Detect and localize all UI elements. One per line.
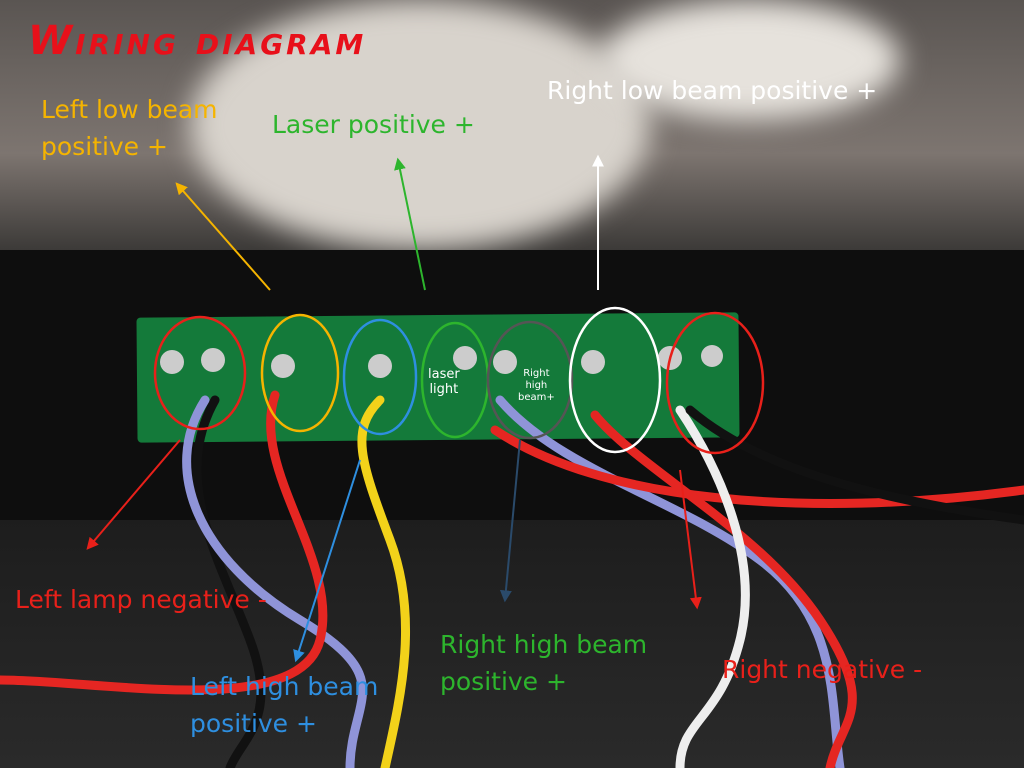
label-left-high-beam: Left high beam positive + [190, 672, 379, 738]
board-label-laser-light: laser light [428, 367, 460, 397]
highlight-circles [153, 306, 765, 455]
diagram-title: Wiring diagram [28, 18, 367, 64]
label-right-low-beam: Right low beam positive + [547, 76, 878, 105]
arrows [86, 154, 702, 663]
wires [0, 390, 1024, 768]
screws [160, 345, 723, 378]
label-right-high-beam: Right high beam positive + [440, 630, 648, 696]
label-left-lamp-negative: Left lamp negative - [15, 585, 267, 614]
label-right-negative: Right negative - [722, 655, 923, 684]
background-blur [600, 0, 900, 120]
label-left-low-beam: Left low beam positive + [41, 95, 218, 161]
background-blur [190, 0, 650, 250]
label-laser: Laser positive + [272, 110, 475, 139]
board-label-right-high-beam: Right high beam+ [518, 368, 555, 403]
